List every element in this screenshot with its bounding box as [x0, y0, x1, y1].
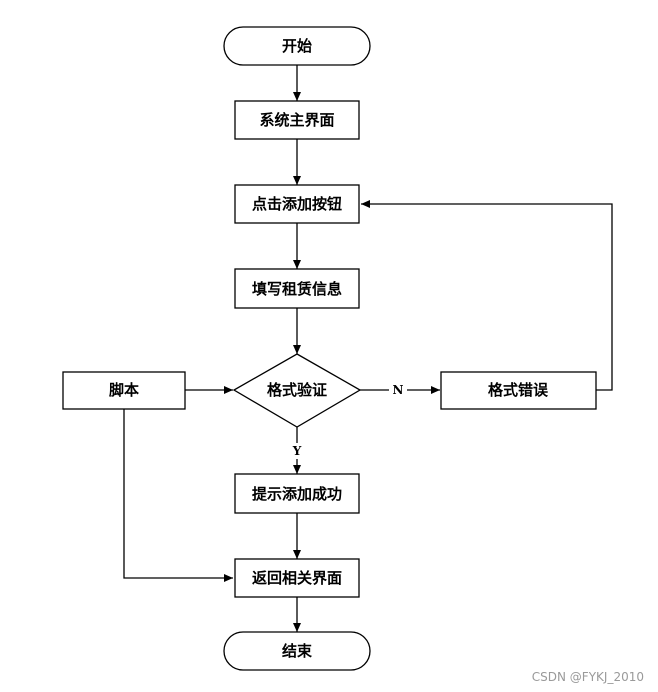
edge-label-no: N: [393, 383, 404, 397]
edge-label-bg-no: [389, 382, 407, 398]
edge-label-bg-yes: [289, 443, 305, 459]
node-script-label: 脚本: [109, 381, 139, 399]
node-click-add: 点击添加按钮: [234, 184, 360, 224]
edge-label-yes: Y: [292, 444, 302, 458]
node-format-error: 格式错误: [440, 371, 597, 410]
node-format-error-label: 格式错误: [488, 381, 549, 399]
node-fill-info: 填写租赁信息: [234, 268, 360, 309]
node-main-ui-label: 系统主界面: [259, 111, 334, 129]
edges: [123, 65, 613, 632]
node-end: 结束: [223, 631, 371, 671]
edge-error-to-click: [361, 200, 613, 391]
node-add-success: 提示添加成功: [234, 473, 360, 514]
node-script: 脚本: [62, 371, 186, 410]
node-validate: 格式验证: [232, 353, 362, 428]
node-return-ui: 返回相关界面: [234, 558, 360, 598]
node-click-add-label: 点击添加按钮: [252, 195, 342, 213]
node-main-ui: 系统主界面: [234, 100, 360, 140]
node-return-ui-label: 返回相关界面: [252, 569, 342, 587]
node-fill-info-label: 填写租赁信息: [252, 280, 342, 298]
node-end-label: 结束: [282, 642, 313, 660]
node-start-label: 开始: [282, 37, 312, 55]
watermark: CSDN @FYKJ_2010: [531, 670, 644, 684]
node-validate-label: 格式验证: [267, 381, 327, 399]
node-start: 开始: [223, 26, 371, 66]
edge-script-to-return: [123, 409, 233, 582]
node-add-success-label: 提示添加成功: [252, 485, 342, 503]
